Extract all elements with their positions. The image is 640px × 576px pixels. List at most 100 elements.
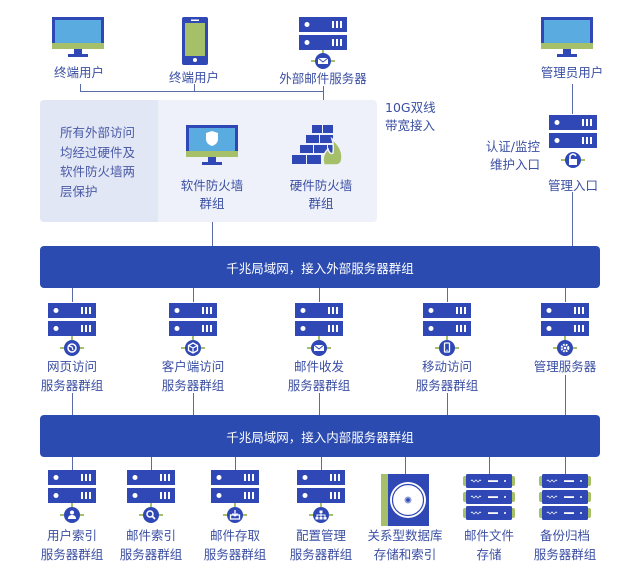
ext-server-label-line1: 管理服务器 [533, 359, 597, 374]
connector-ext-3-up [319, 288, 320, 302]
ext-server-node[interactable] [541, 303, 589, 357]
int-server-node[interactable] [48, 470, 96, 524]
connector-int-6 [489, 456, 490, 474]
external-mail-server-label: 外部邮件服务器 [279, 71, 367, 86]
ext-server-label-line2: 服务器群组 [415, 378, 479, 393]
connector-ext-5-up [565, 288, 566, 302]
int-server-node[interactable] [297, 470, 345, 524]
end-user-mobile-label: 终端用户 [168, 70, 219, 85]
int-server-label-line2: 存储 [476, 547, 502, 562]
external-mail-server-node[interactable] [299, 17, 347, 69]
int-server-node[interactable] [539, 474, 591, 522]
int-server-label-line2: 服务器群组 [289, 547, 353, 562]
connector-ext-3-down [319, 393, 320, 415]
storage-rack-icon [463, 474, 515, 520]
brick-wall-fire-icon [292, 125, 343, 166]
database-disk-icon [381, 474, 429, 526]
ext-server-label-line1: 网页访问 [46, 359, 97, 374]
end-user-pc-label: 终端用户 [53, 65, 104, 80]
hardware-firewall-label-1: 硬件防火墙 [289, 178, 353, 193]
int-server-label-line2: 服务器群组 [119, 547, 183, 562]
connector-int-3 [235, 456, 236, 470]
int-server-label-line1: 配置管理 [295, 528, 346, 543]
firewall-note-box [40, 100, 158, 222]
int-server-label-line2: 存储和索引 [373, 547, 437, 562]
int-server-node[interactable] [463, 474, 515, 522]
int-server-label-line2: 服务器群组 [40, 547, 104, 562]
connector-ext-4-up [447, 288, 448, 302]
server-network-icon [297, 470, 345, 523]
server-phone-icon [423, 303, 471, 356]
connector-ext-2-up [193, 288, 194, 302]
connector-firewall-to-bus [212, 212, 213, 248]
storage-rack-icon [539, 474, 591, 520]
server-cube-icon [169, 303, 217, 356]
ext-server-label-line1: 移动访问 [421, 359, 472, 374]
admin-user-label: 管理员用户 [540, 65, 604, 80]
connector-mobile [194, 84, 195, 92]
software-firewall-label-2: 群组 [199, 196, 225, 211]
ext-server-node[interactable] [295, 303, 343, 357]
connector-int-4 [321, 456, 322, 470]
internal-lan-bus: 千兆局域网，接入内部服务器群组 [40, 415, 600, 457]
connector-ext-1-down [72, 393, 73, 415]
ext-server-label-line1: 客户端访问 [161, 359, 225, 374]
int-server-node[interactable] [211, 470, 259, 524]
connector-ext-4-down [447, 393, 448, 415]
server-globe-icon [48, 303, 96, 356]
connector-int-1 [72, 456, 73, 470]
software-firewall-label-1: 软件防火墙 [180, 178, 244, 193]
admin-entry-label: 管理入口 [547, 178, 598, 193]
connector-admin-to-entry [572, 84, 573, 114]
server-lock-icon [549, 115, 597, 168]
server-search-icon [127, 470, 175, 523]
ext-server-label-line2: 服务器群组 [287, 378, 351, 393]
admin-user-node[interactable] [541, 17, 593, 59]
bandwidth-label-2: 带宽接入 [385, 118, 436, 133]
top-user-connector [80, 91, 323, 92]
desktop-monitor-icon [541, 17, 593, 57]
server-user-icon [48, 470, 96, 523]
ext-server-node[interactable] [423, 303, 471, 357]
connector-int-7 [565, 456, 566, 474]
desktop-monitor-icon [52, 17, 104, 57]
ext-server-node[interactable] [169, 303, 217, 357]
int-server-label-line1: 邮件索引 [125, 528, 176, 543]
connector-pc [80, 84, 81, 92]
server-mail-icon [299, 17, 347, 69]
int-server-label-line2: 服务器群组 [203, 547, 267, 562]
connector-entry-to-bus [572, 192, 573, 248]
int-server-label-line1: 邮件存取 [209, 528, 260, 543]
software-firewall-node[interactable] [186, 125, 238, 167]
hardware-firewall-node[interactable] [292, 123, 348, 169]
server-gear-icon [541, 303, 589, 356]
mobile-phone-icon [182, 17, 208, 65]
external-lan-bus: 千兆局域网，接入外部服务器群组 [40, 246, 600, 288]
ext-server-label-line2: 服务器群组 [40, 378, 104, 393]
int-server-label-line1: 关系型数据库 [367, 528, 443, 543]
connector-ext-1-up [72, 288, 73, 302]
server-mail-icon [295, 303, 343, 356]
firewall-note-text: 所有外部访问 均经过硬件及 软件防火墙两 层保护 [60, 125, 136, 199]
ext-server-node[interactable] [48, 303, 96, 357]
bandwidth-label-1: 10G双线 [385, 100, 436, 115]
ext-server-label-line1: 邮件收发 [293, 359, 344, 374]
end-user-pc-node[interactable] [52, 17, 104, 59]
int-server-node[interactable] [381, 474, 429, 526]
connector-ext-2-down [193, 393, 194, 415]
connector-int-2 [151, 456, 152, 470]
int-server-label-line2: 服务器群组 [533, 547, 597, 562]
int-server-label-line1: 邮件文件 [463, 528, 514, 543]
end-user-mobile-node[interactable] [182, 17, 208, 65]
connector-ext-5-down [565, 375, 566, 415]
admin-side-note-1: 认证/监控 [485, 139, 540, 154]
admin-side-note-2: 维护入口 [489, 157, 540, 172]
shield-monitor-icon [186, 125, 238, 165]
int-server-label-line1: 备份归档 [539, 528, 590, 543]
admin-entry-node[interactable] [549, 115, 597, 169]
server-download-icon [211, 470, 259, 523]
int-server-node[interactable] [127, 470, 175, 524]
connector-int-5 [405, 456, 406, 474]
int-server-label-line1: 用户索引 [46, 528, 97, 543]
hardware-firewall-label-2: 群组 [308, 196, 334, 211]
